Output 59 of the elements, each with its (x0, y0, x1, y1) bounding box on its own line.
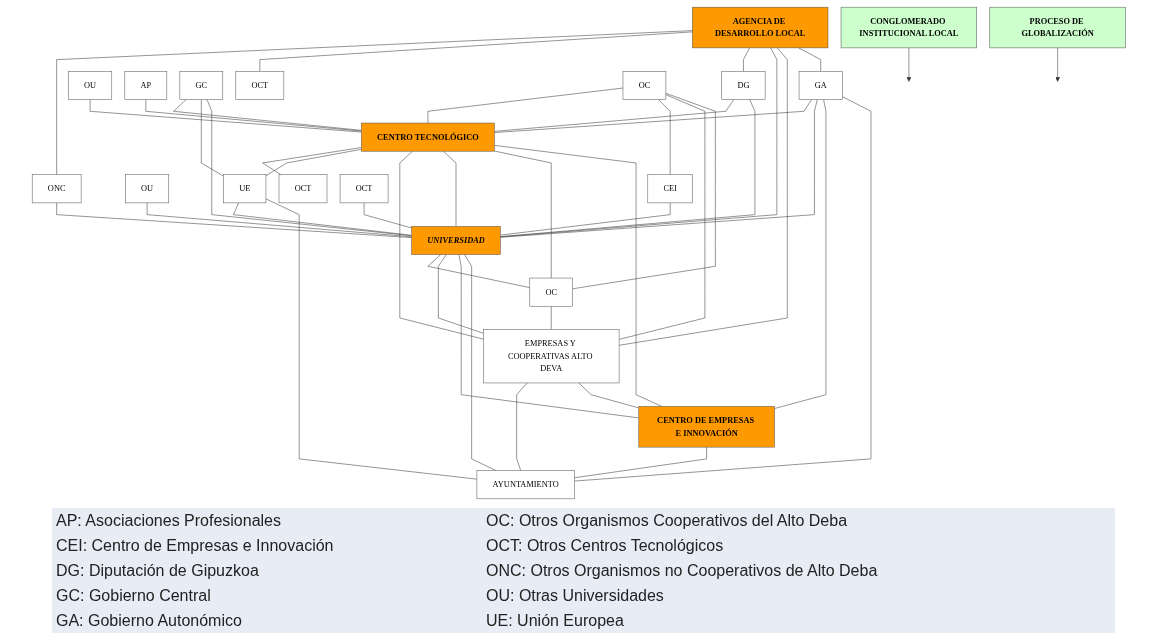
node-box: DG (721, 70, 766, 100)
node-box: OCT (339, 173, 388, 203)
connector (437, 253, 484, 334)
node-box: AGENCIA DE DESARROLLO LOCAL (691, 6, 828, 48)
abbreviation-note: OC: Otros Organismos Cooperativos del Alto Deba (485, 511, 849, 531)
connector (493, 150, 552, 278)
node-box: OU (124, 173, 169, 203)
connector (499, 98, 818, 237)
node-box: EMPRESAS Y COOPERATIVAS ALTO DEVA (482, 328, 619, 383)
connector (265, 198, 477, 479)
connector (572, 92, 716, 289)
abbreviation-note: GA: Gobierno Autonómico (55, 611, 243, 631)
node-box: OCT (235, 70, 284, 100)
connector (363, 202, 412, 228)
node-box: CEI (647, 173, 693, 203)
node-box: AP (124, 70, 167, 100)
connector (232, 202, 412, 236)
node-box: CONGLOMERADO INSTITUCIONAL LOCAL (840, 6, 977, 48)
node-box: AYUNTAMIENTO (476, 469, 575, 499)
node-box: PROCESO DE GLOBALIZACIÓN (989, 6, 1126, 48)
connector (399, 150, 484, 339)
abbreviation-note: GC: Gobierno Central (55, 586, 212, 606)
connector (89, 98, 362, 132)
connector (463, 253, 497, 471)
connector (442, 150, 456, 227)
abbreviation-note: DG: Diputación de Gipuzkoa (55, 561, 260, 581)
connector (427, 253, 530, 288)
node-box: OC (529, 277, 573, 306)
connector (516, 382, 528, 471)
node-box: ONC (31, 173, 82, 203)
connector (206, 98, 412, 236)
connector (499, 202, 671, 235)
connector (499, 47, 777, 237)
abbreviation-note: ONC: Otros Organismos no Cooperativos de Alto Deba (485, 561, 879, 581)
abbreviation-note: OU: Otras Universidades (485, 586, 665, 606)
abbreviation-note: CEI: Centro de Empresas e Innovación (55, 536, 335, 556)
connector (493, 98, 734, 132)
node-box: OC (622, 70, 666, 100)
connector (618, 47, 788, 346)
connector (458, 253, 639, 418)
connector (200, 98, 224, 176)
node-box: GA (798, 70, 843, 100)
node-box: UNIVERSIDAD (410, 225, 501, 255)
connector (56, 202, 412, 238)
node-box: OCT (278, 173, 327, 203)
connector (499, 98, 755, 237)
abbreviation-note: AP: Asociaciones Profesionales (55, 511, 282, 531)
connector (657, 98, 671, 175)
node-box: OU (67, 70, 112, 100)
node-box: CENTRO DE EMPRESAS E INNOVACIÓN (638, 405, 775, 447)
connector (578, 382, 639, 408)
abbreviation-note: UE: Unión Europea (485, 611, 625, 631)
node-box: CENTRO TECNOLÓGICO (360, 122, 495, 151)
abbreviation-note: OCT: Otros Centros Tecnológicos (485, 536, 725, 556)
node-box: UE (222, 173, 266, 203)
connector (493, 98, 812, 133)
connector (618, 93, 705, 340)
connector (146, 202, 412, 237)
node-box: GC (179, 70, 223, 100)
